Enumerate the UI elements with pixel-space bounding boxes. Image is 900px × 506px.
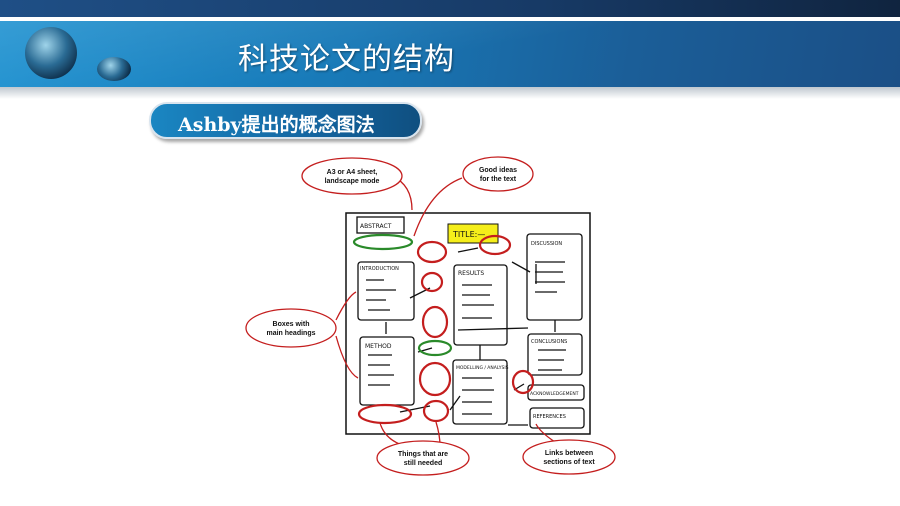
callout-ideas-line1: Good ideas xyxy=(479,167,517,174)
sheet-frame xyxy=(345,212,591,435)
section-modelling: MODELLING / ANALYSIS xyxy=(456,365,509,371)
callout-boxes-line2: main headings xyxy=(266,330,315,337)
section-introduction: INTRODUCTION xyxy=(360,266,399,272)
section-discussion: DISCUSSION xyxy=(531,241,562,247)
section-acknowledgement: ACKNOWLEDGEMENT xyxy=(530,391,579,397)
section-abstract: ABSTRACT xyxy=(360,223,392,230)
callout-links-line2: sections of text xyxy=(543,459,595,466)
large-orb-icon xyxy=(25,27,77,79)
top-bar xyxy=(0,0,900,17)
introduction-box xyxy=(357,261,415,321)
callout-sheet-line1: A3 or A4 sheet, xyxy=(327,169,378,176)
callout-links-line1: Links between xyxy=(545,450,593,457)
callout-boxes xyxy=(245,308,337,348)
title-banner xyxy=(0,21,900,87)
callout-needed xyxy=(376,440,470,476)
section-references: REFERENCES xyxy=(533,414,566,420)
small-orb-icon xyxy=(97,57,131,81)
callout-ideas xyxy=(462,156,534,192)
section-title: TITLE:— xyxy=(452,230,485,239)
abstract-box xyxy=(356,216,405,234)
green-note xyxy=(417,339,453,357)
callout-needed-line2: still needed xyxy=(404,460,443,467)
conclusions-box xyxy=(527,333,583,376)
callout-sheet xyxy=(301,157,403,195)
subtitle-pill: Ashby提出的概念图法 xyxy=(149,102,422,139)
slide-title: 科技论文的结构 xyxy=(238,42,455,77)
callout-ideas-line2: for the text xyxy=(480,176,517,183)
section-method: METHOD xyxy=(365,343,392,350)
section-results: RESULTS xyxy=(458,270,484,277)
references-box xyxy=(529,407,585,429)
section-conclusions: CONCLUSIONS xyxy=(531,339,567,345)
callout-needed-line1: Things that are xyxy=(398,451,448,458)
banner-shadow xyxy=(0,87,900,99)
callout-links xyxy=(522,439,616,475)
green-note xyxy=(352,233,414,251)
callout-sheet-line2: landscape mode xyxy=(325,178,380,185)
subtitle-label: Ashby提出的概念图法 xyxy=(178,114,375,136)
callout-boxes-line1: Boxes with xyxy=(273,321,310,328)
